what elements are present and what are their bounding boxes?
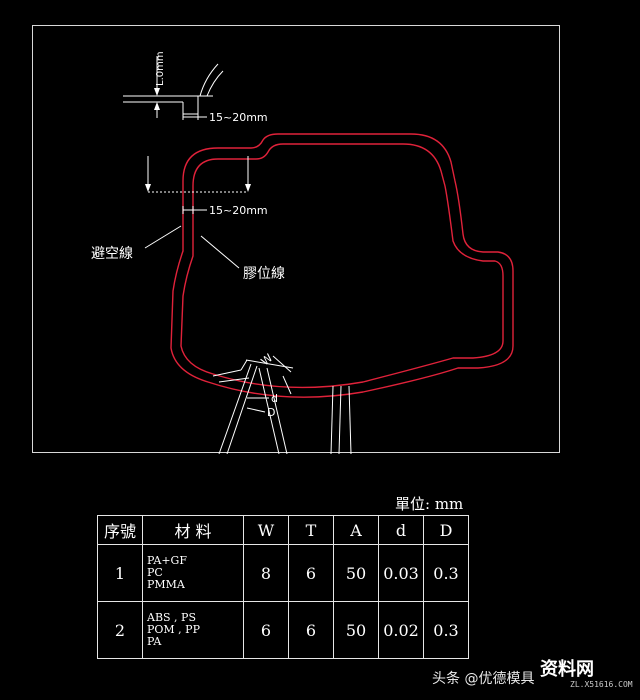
w-label: W	[259, 351, 276, 368]
material-item: PA+GF	[147, 554, 187, 567]
table-row: 1 PA+GF PC PMMA 8 6 50 0.03 0.3	[97, 544, 469, 602]
relief-line-outline	[170, 133, 514, 398]
unit-label: 單位: mm	[395, 495, 464, 513]
header-d-small: d	[378, 515, 424, 545]
row-t: 6	[288, 601, 334, 659]
label-relief: 避空線	[91, 225, 182, 262]
cad-drawing: L.0mm 15~20mm 15~20mm 避空線 膠	[91, 51, 514, 454]
row-a: 50	[333, 601, 379, 659]
header-material: 材 料	[142, 515, 244, 545]
row-materials: ABS , PS POM , PP PA	[142, 601, 244, 659]
drawing-frame: L.0mm 15~20mm 15~20mm 避空線 膠	[32, 25, 560, 454]
dim-gap-mid-label: 15~20mm	[209, 204, 268, 217]
gate-detail	[212, 355, 352, 454]
header-d-big: D	[423, 515, 469, 545]
material-item: PMMA	[147, 578, 185, 591]
row-materials: PA+GF PC PMMA	[142, 544, 244, 602]
row-no: 1	[97, 544, 143, 602]
d-small-label: d	[271, 392, 278, 405]
site-url: ZL.X51616.COM	[570, 680, 633, 689]
table-header-row: 序號 材 料 W T A d D	[97, 515, 469, 545]
row-t: 6	[288, 544, 334, 602]
dimension-gap-top: 15~20mm	[182, 111, 268, 124]
label-glue: 膠位線	[200, 235, 285, 282]
row-d-big: 0.3	[423, 601, 469, 659]
dim-gap-top-label: 15~20mm	[209, 111, 268, 124]
material-item: PC	[147, 566, 163, 579]
relief-line-label: 避空線	[91, 246, 133, 262]
d-big-label: D	[267, 406, 275, 419]
watermark-text: 头条 @优德模具	[432, 671, 535, 687]
row-d-small: 0.03	[378, 544, 424, 602]
header-t: T	[288, 515, 334, 545]
row-a: 50	[333, 544, 379, 602]
row-d-small: 0.02	[378, 601, 424, 659]
row-w: 8	[243, 544, 289, 602]
row-no: 2	[97, 601, 143, 659]
material-item: POM , PP	[147, 623, 200, 636]
glue-line-outline	[180, 143, 504, 389]
site-logo: 资料网	[540, 659, 594, 680]
row-d-big: 0.3	[423, 544, 469, 602]
material-item: ABS , PS	[147, 611, 196, 624]
table-row: 2 ABS , PS POM , PP PA 6 6 50 0.02 0.3	[97, 601, 469, 659]
glue-line-label: 膠位線	[243, 266, 285, 282]
dim-lo-label: L.0mm	[155, 51, 166, 86]
dimension-gap-mid: 15~20mm	[145, 156, 268, 217]
header-no: 序號	[97, 515, 143, 545]
header-w: W	[243, 515, 289, 545]
material-item: PA	[147, 635, 162, 648]
row-w: 6	[243, 601, 289, 659]
spec-table: 序號 材 料 W T A d D 1 PA+GF PC PMMA 8 6 50 …	[97, 515, 469, 659]
dimension-lo: L.0mm	[123, 51, 224, 118]
header-a: A	[333, 515, 379, 545]
